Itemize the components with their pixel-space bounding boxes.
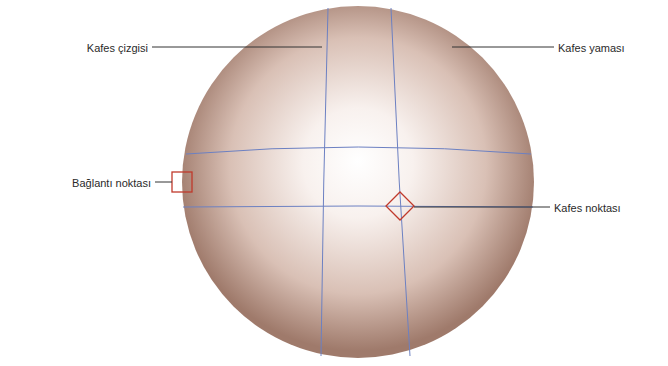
leader-line [452,47,554,48]
leader-line [152,47,322,48]
mesh-line [186,147,531,154]
mesh-line [321,8,328,356]
callout-label: Bağlantı noktası [72,177,151,189]
mesh-line [391,8,410,356]
callout-label-box: Bağlantı noktası [72,173,151,191]
callout-label-box: Kafes noktası [554,198,621,216]
callout-label: Kafes yaması [558,42,625,54]
leader-line [414,207,550,208]
mesh-sphere [182,6,534,358]
callout-label: Kafes çizgisi [87,42,148,54]
mesh-point-marker [386,192,414,220]
anchor-point-marker [172,172,192,192]
callout-label: Kafes noktası [554,202,621,214]
leader-line [155,182,172,183]
callout-label-box: Kafes yaması [558,38,625,56]
callout-label-box: Kafes çizgisi [87,38,148,56]
